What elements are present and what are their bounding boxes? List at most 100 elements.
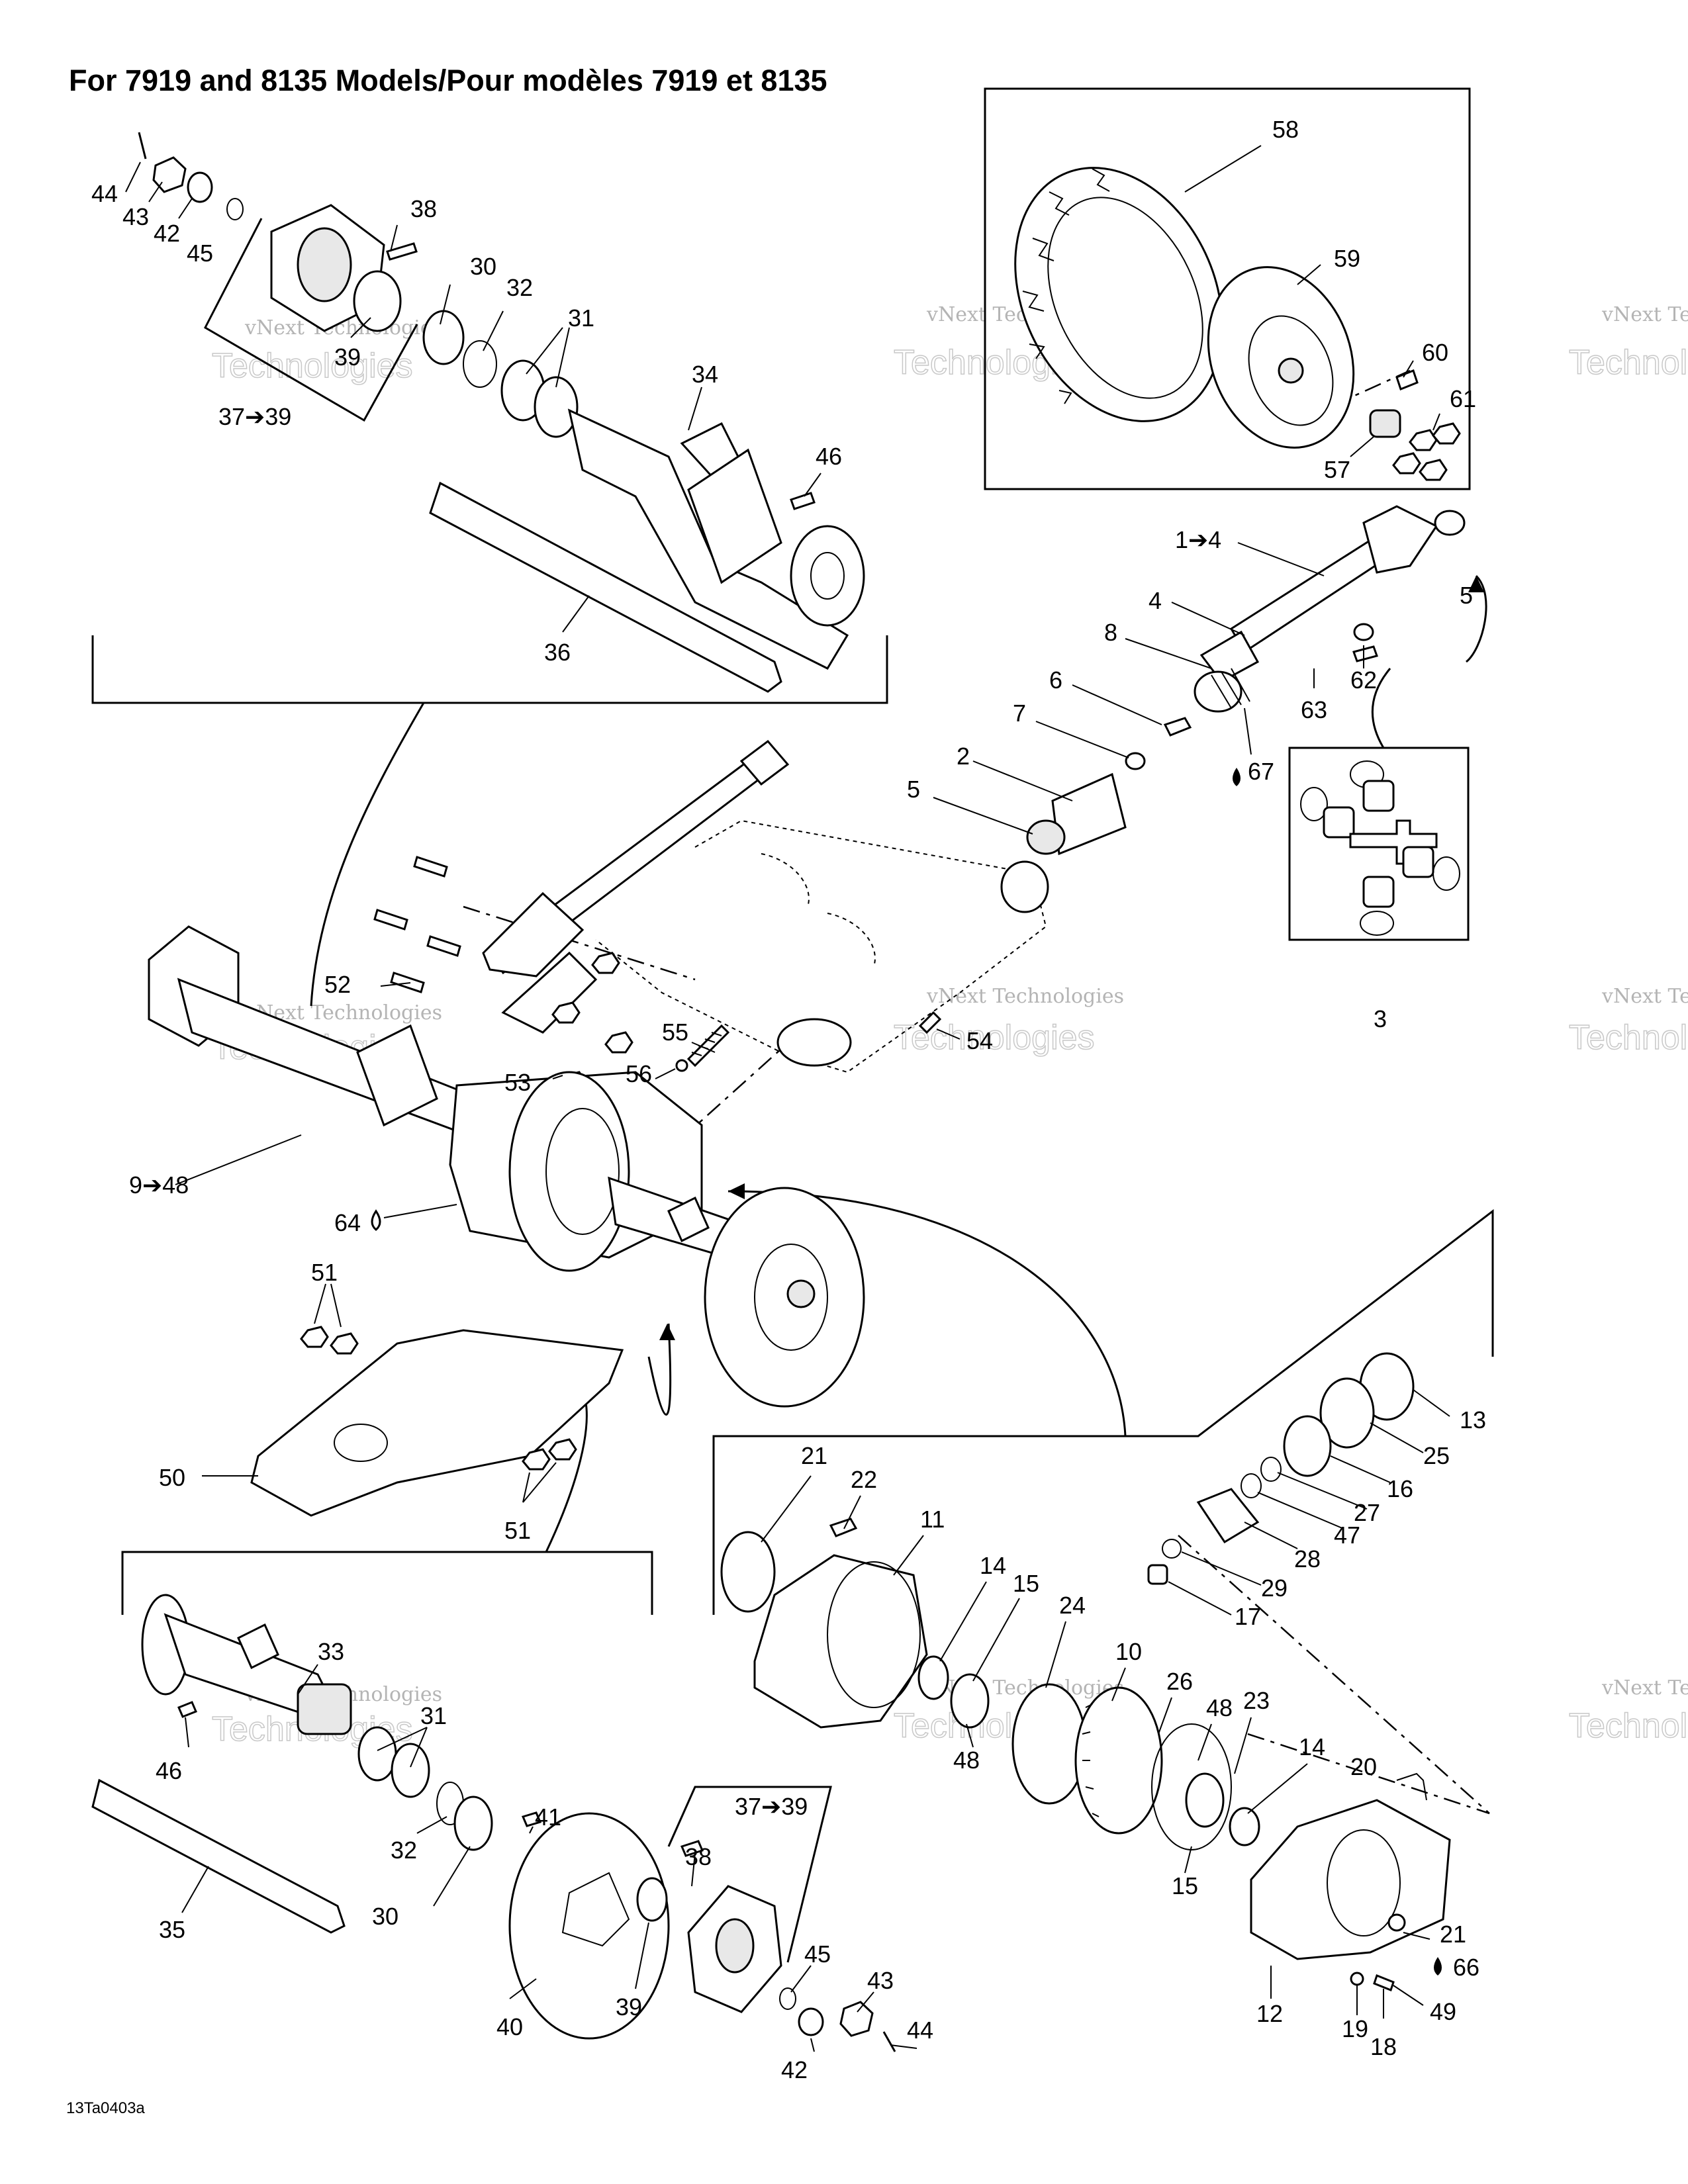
callout-57: 57 <box>1324 456 1350 483</box>
callout-48: 48 <box>1206 1694 1233 1721</box>
axle-shaft <box>91 1778 346 1934</box>
leader-line <box>377 1727 428 1751</box>
seal <box>917 1655 949 1700</box>
callout-37-39: 37➔39 <box>735 1793 808 1820</box>
callout-12: 12 <box>1256 2000 1283 2027</box>
leader-line <box>552 1075 563 1079</box>
yoke-end <box>1434 510 1466 536</box>
drawing-code: 13Ta0403a <box>66 2099 145 2117</box>
swing-arm-pivot <box>739 739 790 786</box>
leader-line <box>1330 1455 1391 1483</box>
bolt <box>426 935 461 957</box>
leader-line <box>966 1723 974 1748</box>
callout-27: 27 <box>1354 1499 1380 1526</box>
group-frames <box>91 87 1494 1963</box>
ring-gear-teeth <box>1082 1704 1100 1817</box>
arrowhead <box>1468 576 1484 592</box>
upper-hub-assembly <box>138 132 865 693</box>
rim-center <box>1248 315 1334 426</box>
leader-line <box>890 2044 917 2049</box>
callout-48: 48 <box>953 1747 980 1774</box>
yoke <box>1362 505 1438 574</box>
nut <box>551 1001 581 1024</box>
differential-case <box>1011 1683 1087 1805</box>
upper-axle-bracket <box>91 635 888 704</box>
callout-40: 40 <box>496 2013 523 2040</box>
tube-bracket <box>237 1623 279 1670</box>
mount-plate <box>482 891 585 978</box>
callout-39: 39 <box>616 1993 642 2021</box>
lubricant-icons <box>371 768 1442 1976</box>
watermark-text: vNext Technologies <box>1601 303 1688 326</box>
leader-line <box>433 1846 471 1907</box>
brake-disc <box>704 1187 865 1408</box>
callout-60: 60 <box>1422 339 1448 366</box>
seal-ring <box>422 310 465 365</box>
leader-line <box>1197 1723 1212 1761</box>
leader-lines <box>125 145 1450 2052</box>
retaining-ring <box>463 340 497 388</box>
leader-line <box>843 1495 861 1529</box>
connector-line <box>1371 668 1391 749</box>
arrowhead <box>728 1183 745 1199</box>
leader-line <box>509 1978 537 1999</box>
leader-line <box>380 982 411 987</box>
nut <box>522 1448 551 1471</box>
callout-45: 45 <box>804 1940 831 1968</box>
swing-arm-bushing <box>1000 860 1049 913</box>
callout-39: 39 <box>334 343 361 371</box>
leader-line <box>936 1028 961 1040</box>
callout-11: 11 <box>920 1506 945 1533</box>
tube-flange <box>687 448 782 584</box>
leader-line <box>1244 707 1252 755</box>
hub-nut <box>786 1279 816 1308</box>
leader-line <box>1125 638 1212 669</box>
callout-32: 32 <box>506 274 533 301</box>
leader-line <box>526 327 563 375</box>
callout-15: 15 <box>1013 1570 1039 1597</box>
bolt <box>521 1811 542 1827</box>
leader-line <box>529 1826 534 1834</box>
bearing <box>1185 1772 1225 1828</box>
callout-30: 30 <box>470 253 496 280</box>
bolt <box>918 1011 942 1034</box>
page-title: For 7919 and 8135 Models/Pour modèles 79… <box>69 64 827 97</box>
shim <box>1260 1457 1282 1482</box>
callout-59: 59 <box>1334 245 1360 272</box>
leader-line <box>1171 602 1245 636</box>
boot-end <box>1026 819 1066 855</box>
skid-plate-assembly <box>250 1326 624 1517</box>
callout-62: 62 <box>1350 666 1377 694</box>
callout-51: 51 <box>311 1259 338 1286</box>
arrowhead <box>659 1324 675 1340</box>
callout-55: 55 <box>662 1019 688 1046</box>
spring <box>686 1024 730 1068</box>
skid-plate <box>250 1329 624 1517</box>
leader-line <box>1257 1492 1344 1529</box>
u-joint-detail <box>1300 760 1460 936</box>
connector-line <box>727 1190 1127 1437</box>
callout-17: 17 <box>1235 1603 1261 1630</box>
leader-line <box>416 1816 447 1834</box>
wheel-nut <box>1419 459 1448 481</box>
callout-33: 33 <box>318 1638 344 1665</box>
callout-labels: 44 43 42 45 38 30 32 31 39 37➔39 34 46 3… <box>91 116 1486 2083</box>
ring-gear <box>1074 1686 1163 1835</box>
callout-25: 25 <box>1423 1442 1450 1469</box>
leader-line <box>383 1204 457 1218</box>
leader-line <box>893 1535 924 1576</box>
leader-line <box>350 317 371 338</box>
leader-line <box>1277 1472 1368 1510</box>
leader-line <box>1111 1667 1126 1702</box>
u-joint-frame <box>1288 747 1470 941</box>
callout-46: 46 <box>816 443 842 470</box>
drive-shaft-assembly <box>1026 505 1466 856</box>
washer <box>187 171 213 203</box>
brake-disc-cutout <box>561 1872 630 1947</box>
leader-line <box>125 161 141 193</box>
watermark-text: vNext Technologies <box>1601 985 1688 1008</box>
callout-64: 64 <box>334 1209 361 1236</box>
hub-stud <box>680 1840 704 1857</box>
tire-sidewall <box>1047 197 1203 399</box>
callout-46: 46 <box>156 1757 182 1784</box>
